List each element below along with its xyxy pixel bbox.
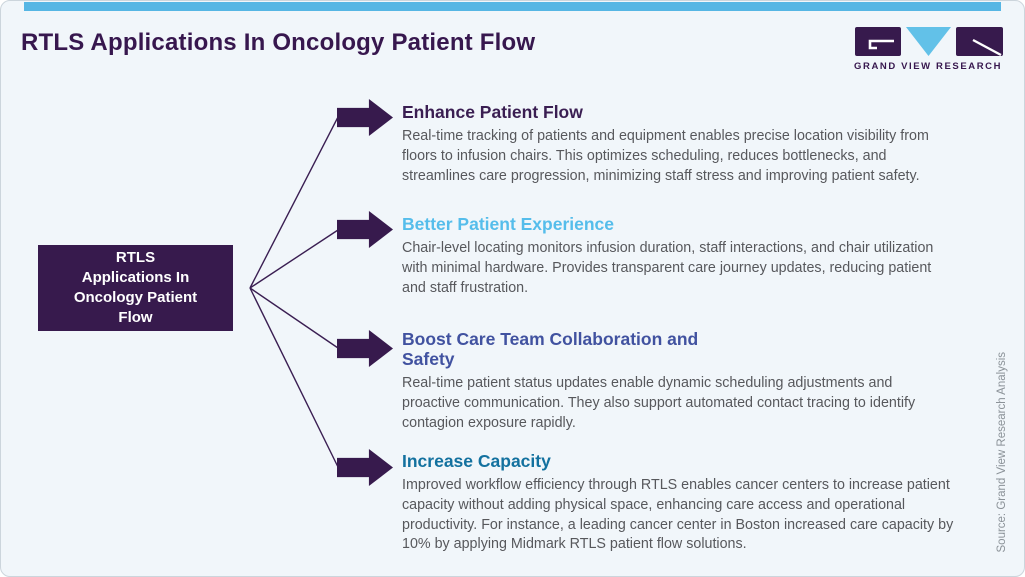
section-heading: Enhance Patient Flow — [402, 102, 583, 122]
section-increase-capacity: Increase Capacity Improved workflow effi… — [402, 451, 954, 555]
brand-logo: GRAND VIEW RESEARCH — [854, 25, 1004, 72]
right-arrow-icon — [337, 211, 393, 248]
section-heading: Increase Capacity — [402, 451, 551, 471]
section-body: Real-time tracking of patients and equip… — [402, 128, 929, 184]
section-enhance-patient-flow: Enhance Patient Flow Real-time tracking … — [402, 102, 954, 186]
right-arrow-icon — [337, 99, 393, 136]
section-heading: Better Patient Experience — [402, 214, 615, 234]
section-body: Chair-level locating monitors infusion d… — [402, 240, 934, 296]
section-boost-care-team-collaboration: Boost Care Team Collaboration and Safety… — [402, 329, 954, 433]
source-attribution: Source: Grand View Research Analysis — [996, 351, 1008, 553]
page-title: RTLS Applications In Oncology Patient Fl… — [21, 29, 536, 56]
right-arrow-icon — [337, 449, 393, 486]
top-accent-bar — [24, 2, 1001, 11]
right-arrow-icon — [337, 330, 393, 367]
center-node: RTLS Applications In Oncology Patient Fl… — [38, 245, 233, 331]
section-body: Improved workflow efficiency through RTL… — [402, 477, 954, 553]
center-node-line: Oncology Patient — [73, 289, 198, 306]
section-better-patient-experience: Better Patient Experience Chair-level lo… — [402, 214, 954, 298]
center-node-line: Flow — [118, 309, 153, 327]
center-node-line: Applications In — [81, 268, 190, 286]
section-heading: Boost Care Team Collaboration and Safety — [402, 329, 699, 370]
brand-name: GRAND VIEW RESEARCH — [854, 61, 1003, 72]
gvr-logo-icon — [855, 27, 1003, 57]
section-body: Real-time patient status updates enable … — [402, 375, 916, 431]
center-node-line: RTLS — [115, 248, 156, 266]
